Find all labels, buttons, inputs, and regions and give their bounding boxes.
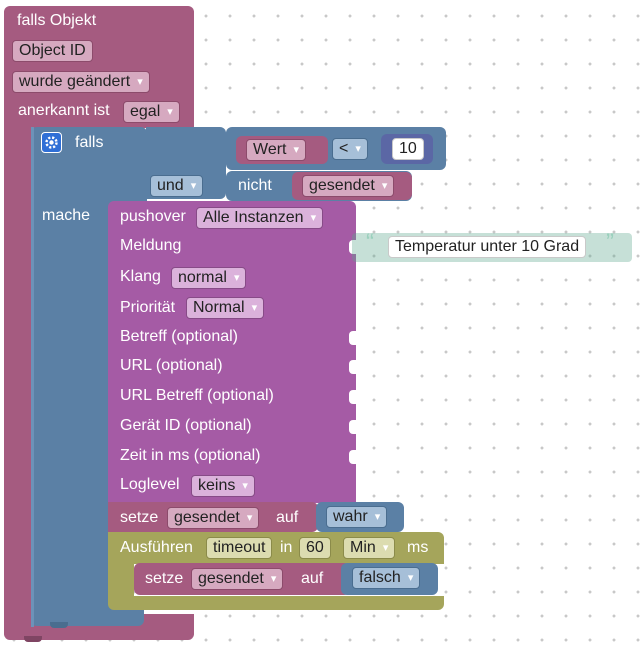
not-var-dropdown[interactable]: gesendet <box>302 175 395 197</box>
priority-dropdown[interactable]: Normal <box>186 297 265 319</box>
ack-dropdown[interactable]: egal <box>123 101 180 123</box>
if-label: falls <box>75 134 104 151</box>
loglevel-label: Loglevel <box>120 476 180 493</box>
compare-var-dropdown[interactable]: Wert <box>246 139 307 161</box>
priority-label: Priorität <box>120 299 176 316</box>
loglevel-dropdown[interactable]: keins <box>191 475 255 497</box>
set1-to-label: auf <box>276 509 299 526</box>
set2-value-dropdown[interactable]: falsch <box>352 567 421 589</box>
timeout-label: Ausführen <box>120 539 193 556</box>
url-title-label: URL Betreff (optional) <box>120 387 274 404</box>
timeout-unit-dropdown[interactable]: Min <box>343 537 396 559</box>
subject-label: Betreff (optional) <box>120 328 238 345</box>
sound-label: Klang <box>120 268 161 285</box>
ack-label: anerkannt ist <box>18 102 110 119</box>
set1-value-dropdown[interactable]: wahr <box>326 506 388 528</box>
timeout-ms-label: ms <box>407 539 429 556</box>
set1-label: setze <box>120 509 159 526</box>
message-label: Meldung <box>120 237 182 254</box>
object-id-field[interactable]: Object ID <box>12 40 93 62</box>
set2-label: setze <box>145 570 184 587</box>
pushover-label: pushover <box>120 208 186 225</box>
sound-dropdown[interactable]: normal <box>171 267 247 289</box>
quote-open: “ <box>366 229 374 256</box>
message-field[interactable]: Temperatur unter 10 Grad <box>388 236 587 258</box>
trigger-title: falls Objekt <box>17 12 97 29</box>
set1-var-dropdown[interactable]: gesendet <box>167 507 260 529</box>
set2-var-dropdown[interactable]: gesendet <box>191 568 284 590</box>
pushover-instance-dropdown[interactable]: Alle Instanzen <box>196 207 324 229</box>
compare-op-dropdown[interactable]: < <box>332 138 368 160</box>
set2-to-label: auf <box>301 570 324 587</box>
not-label: nicht <box>238 177 272 194</box>
url-label: URL (optional) <box>120 357 223 374</box>
gear-icon[interactable] <box>41 132 62 153</box>
timeout-amount-field[interactable]: 60 <box>299 537 331 559</box>
quote-close: ” <box>606 229 614 256</box>
timeout-name-field[interactable]: timeout <box>206 537 273 559</box>
and-dropdown[interactable]: und <box>150 175 204 197</box>
changed-dropdown[interactable]: wurde geändert <box>12 71 150 93</box>
time-label: Zeit in ms (optional) <box>120 447 261 464</box>
do-label: mache <box>42 207 91 224</box>
timeout-in-label: in <box>280 539 293 556</box>
compare-number-field[interactable]: 10 <box>392 138 424 160</box>
device-id-label: Gerät ID (optional) <box>120 417 252 434</box>
